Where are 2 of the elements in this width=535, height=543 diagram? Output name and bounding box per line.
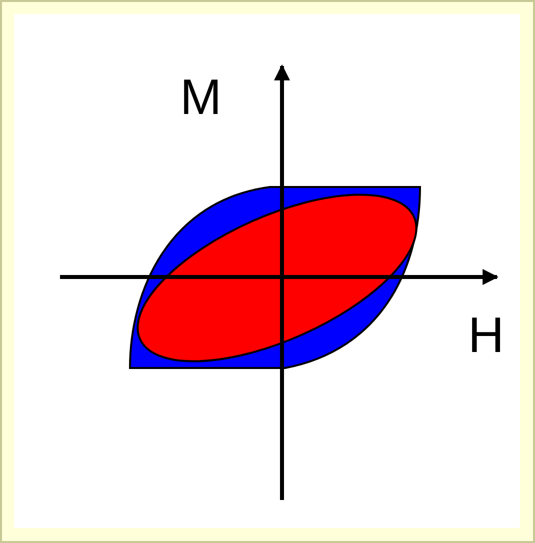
axis-label: M <box>180 72 222 122</box>
axis-label: H <box>468 310 504 360</box>
